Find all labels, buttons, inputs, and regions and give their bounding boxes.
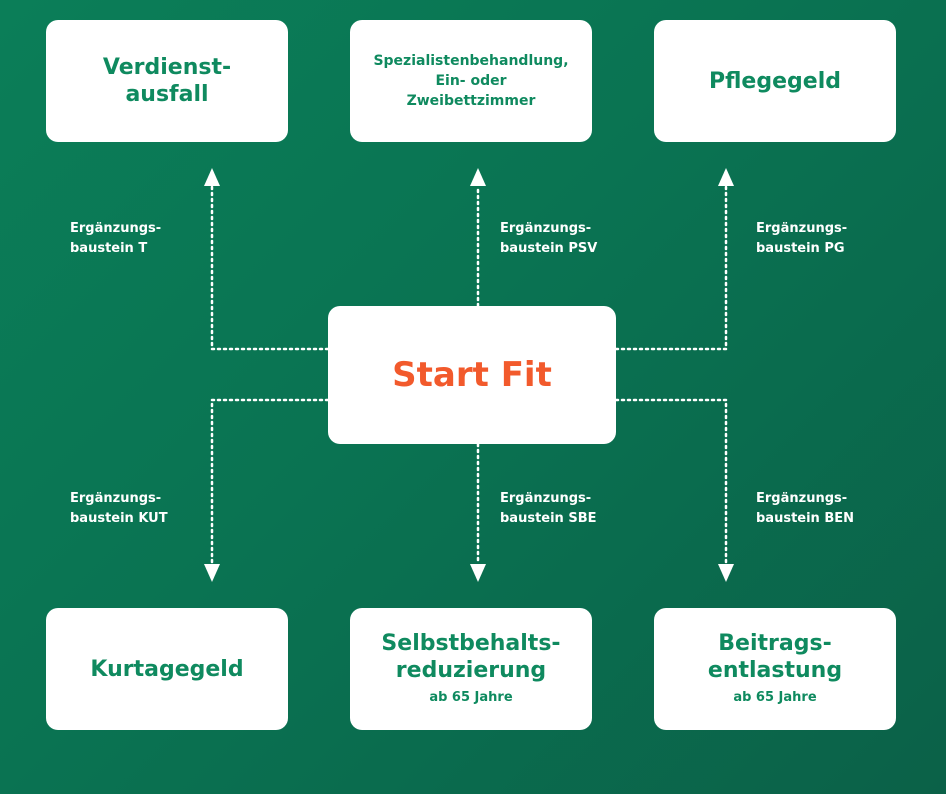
title-line: Selbstbehalts- <box>381 631 561 656</box>
title-line: ausfall <box>125 82 209 107</box>
connector-bottom-left <box>210 398 330 566</box>
arrow-up-icon <box>718 168 734 186</box>
label-baustein-ben: Ergänzungs- baustein BEN <box>756 489 854 529</box>
box-beitragsentlastung: Beitrags- entlastung ab 65 Jahre <box>654 608 896 730</box>
title-line: Pflegegeld <box>709 68 841 94</box>
center-label: Start Fit <box>392 355 552 395</box>
title-line: Ein- oder <box>435 73 507 89</box>
label-line: baustein T <box>70 241 148 256</box>
label-baustein-t: Ergänzungs- baustein T <box>70 219 161 259</box>
connector-top-left <box>210 184 330 351</box>
label-line: Ergänzungs- <box>70 491 162 506</box>
label-line: baustein KUT <box>70 511 168 526</box>
box-title: Kurtagegeld <box>90 656 243 683</box>
label-line: Ergänzungs- <box>500 221 592 236</box>
box-verdienstausfall: Verdienst- ausfall <box>46 20 288 142</box>
box-spezialistenbehandlung: Spezialistenbehandlung, Ein- oder Zweibe… <box>350 20 592 142</box>
label-line: baustein SBE <box>500 511 597 526</box>
title-line: Verdienst- <box>102 55 232 80</box>
label-baustein-kut: Ergänzungs- baustein KUT <box>70 489 168 529</box>
arrow-up-icon <box>470 168 486 186</box>
connector-top-right <box>614 184 728 351</box>
arrow-down-icon <box>204 564 220 582</box>
box-title: Selbstbehalts- reduzierung <box>381 630 560 684</box>
box-selbstbehaltsreduzierung: Selbstbehalts- reduzierung ab 65 Jahre <box>350 608 592 730</box>
box-pflegegeld: Pflegegeld <box>654 20 896 142</box>
box-title: Verdienst- ausfall <box>103 54 231 108</box>
title-line: Beitrags- <box>718 631 832 656</box>
label-line: baustein BEN <box>756 511 855 526</box>
title-line: entlastung <box>707 658 843 683</box>
label-baustein-psv: Ergänzungs- baustein PSV <box>500 219 597 259</box>
box-title: Spezialistenbehandlung, Ein- oder Zweibe… <box>373 51 568 111</box>
box-title: Beitrags- entlastung <box>708 630 842 684</box>
title-line: Spezialistenbehandlung, <box>373 53 569 69</box>
label-baustein-sbe: Ergänzungs- baustein SBE <box>500 489 597 529</box>
arrow-down-icon <box>718 564 734 582</box>
center-box-start-fit: Start Fit <box>328 306 616 444</box>
label-line: Ergänzungs- <box>756 491 848 506</box>
label-line: Ergänzungs- <box>756 221 848 236</box>
title-line: Zweibettzimmer <box>406 93 536 109</box>
box-subtitle: ab 65 Jahre <box>429 690 513 705</box>
label-line: baustein PG <box>756 241 845 256</box>
connector-bottom-right <box>614 398 728 566</box>
title-line: reduzierung <box>395 658 547 683</box>
label-baustein-pg: Ergänzungs- baustein PG <box>756 219 847 259</box>
box-title: Pflegegeld <box>709 68 841 95</box>
arrow-up-icon <box>204 168 220 186</box>
box-subtitle: ab 65 Jahre <box>733 690 817 705</box>
box-kurtagegeld: Kurtagegeld <box>46 608 288 730</box>
label-line: baustein PSV <box>500 241 598 256</box>
arrow-down-icon <box>470 564 486 582</box>
label-line: Ergänzungs- <box>70 221 162 236</box>
title-line: Kurtagegeld <box>90 656 244 682</box>
label-line: Ergänzungs- <box>500 491 592 506</box>
